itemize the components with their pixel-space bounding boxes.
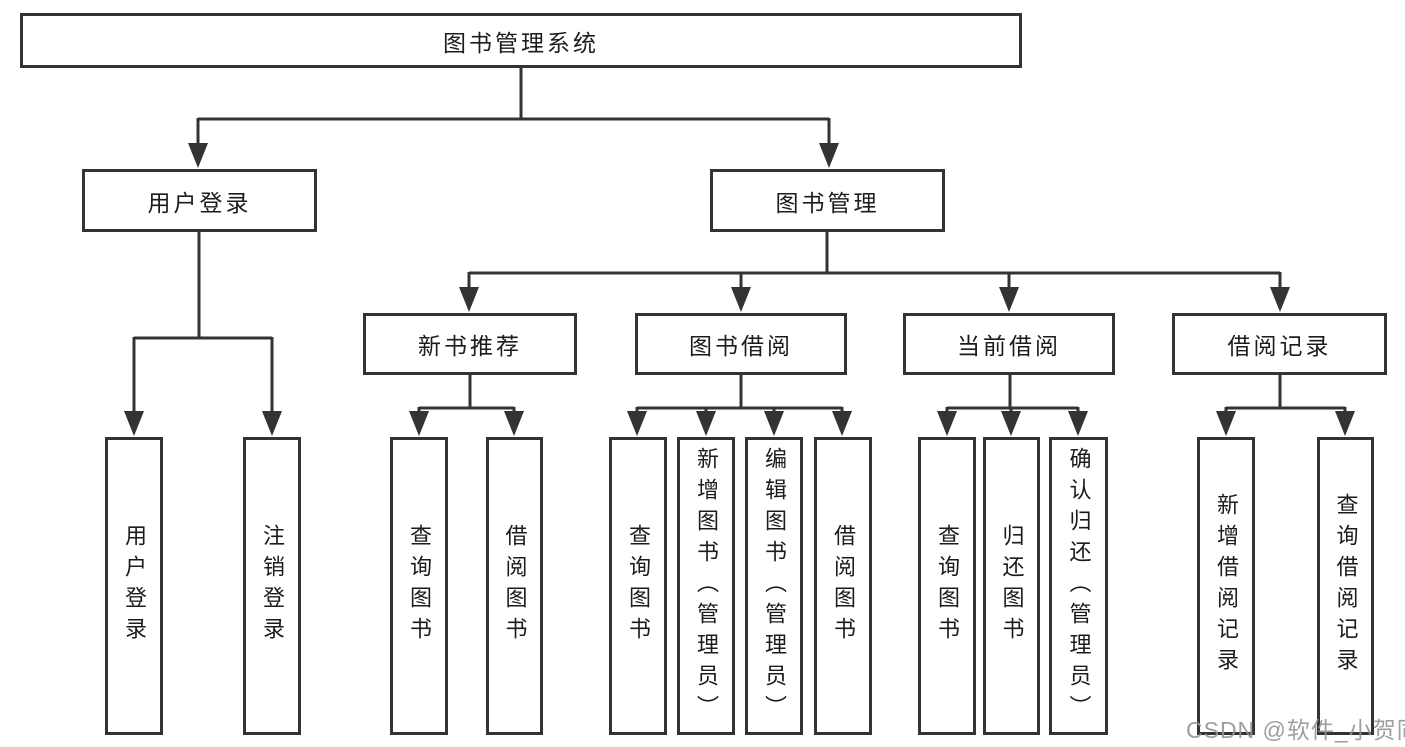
node-borrow-records: 借阅记录 xyxy=(1172,313,1387,375)
node-book-borrowing: 图书借阅 xyxy=(635,313,847,375)
connector-records-to-leaves xyxy=(1224,375,1347,414)
leaf-query-books: 查询图书 xyxy=(918,437,976,735)
node-label: 当前借阅 xyxy=(957,333,1061,359)
node-current-borrowing: 当前借阅 xyxy=(903,313,1115,375)
leaf-label: 新增图书（管理员） xyxy=(694,446,719,726)
node-label: 借阅记录 xyxy=(1227,333,1332,359)
leaf-edit-books-admin: 编辑图书（管理员） xyxy=(745,437,803,735)
node-new-book-recommend: 新书推荐 xyxy=(363,313,577,375)
leaf-label: 借阅图书 xyxy=(831,524,856,648)
node-user-login: 用户登录 xyxy=(82,169,317,232)
leaf-label: 查询图书 xyxy=(935,524,960,648)
leaf-borrow-books: 借阅图书 xyxy=(814,437,872,735)
node-book-management: 图书管理 xyxy=(710,169,945,232)
node-label: 图书管理 xyxy=(775,189,880,216)
connector-root-to-level2 xyxy=(196,68,831,146)
leaf-label: 借阅图书 xyxy=(502,524,528,648)
leaf-label: 用户登录 xyxy=(122,524,147,648)
node-label: 图书借阅 xyxy=(689,333,793,359)
leaf-label: 查询图书 xyxy=(626,524,651,648)
leaf-borrow-books: 借阅图书 xyxy=(486,437,543,735)
leaf-label: 归还图书 xyxy=(999,524,1025,648)
leaf-label: 查询借阅记录 xyxy=(1333,493,1359,679)
node-label: 用户登录 xyxy=(147,189,252,216)
leaf-query-books: 查询图书 xyxy=(609,437,667,735)
leaf-label: 确认归还（管理员） xyxy=(1066,446,1092,726)
leaf-label: 查询图书 xyxy=(407,524,432,648)
connector-mgmt-to-sections xyxy=(467,232,1282,290)
leaf-query-borrow-record: 查询借阅记录 xyxy=(1317,437,1374,735)
node-root-library-system: 图书管理系统 xyxy=(20,13,1022,68)
connector-current-to-leaves xyxy=(945,375,1080,414)
leaf-label: 编辑图书（管理员） xyxy=(762,446,787,726)
leaf-query-books: 查询图书 xyxy=(390,437,448,735)
connector-borrow-to-leaves xyxy=(635,375,844,414)
connector-newrec-to-leaves xyxy=(417,375,516,414)
arrowheads xyxy=(124,143,1355,436)
leaf-add-borrow-record: 新增借阅记录 xyxy=(1197,437,1255,735)
leaf-return-books: 归还图书 xyxy=(983,437,1040,735)
leaf-label: 新增借阅记录 xyxy=(1214,493,1239,679)
leaf-add-books-admin: 新增图书（管理员） xyxy=(677,437,735,735)
leaf-logout: 注销登录 xyxy=(243,437,301,735)
node-label: 新书推荐 xyxy=(418,333,522,359)
leaf-user-login: 用户登录 xyxy=(105,437,163,735)
csdn-watermark: CSDN @软件_小贺同学 xyxy=(1186,717,1405,743)
leaf-confirm-return-admin: 确认归还（管理员） xyxy=(1049,437,1108,735)
connector-login-to-leaves xyxy=(132,232,274,414)
node-label: 图书管理系统 xyxy=(443,29,599,56)
leaf-label: 注销登录 xyxy=(260,524,285,648)
